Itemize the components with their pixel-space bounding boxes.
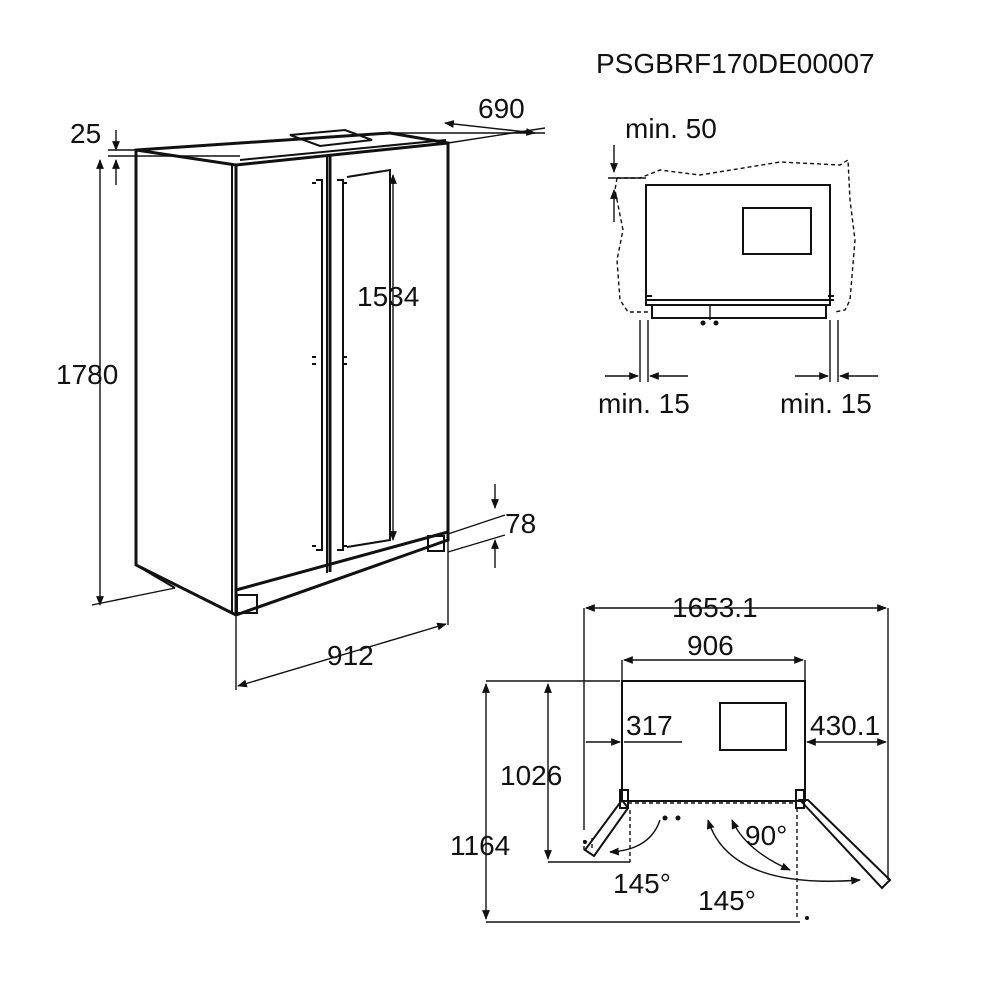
depth-label: 690 [478, 93, 525, 124]
model-code: PSGBRF170DE00007 [596, 48, 875, 79]
door-height-label: 1534 [357, 281, 419, 312]
front-dimensions [91, 120, 546, 690]
top-clearance-label: min. 50 [625, 113, 717, 144]
right-clearance-label: min. 15 [780, 388, 872, 419]
body-width-label: 906 [687, 630, 734, 661]
door-swing-top-view [482, 604, 892, 923]
clearance-view [605, 145, 878, 382]
depth-closed-label: 1026 [500, 760, 562, 791]
fridge-perspective-view [134, 128, 450, 617]
depth-open-label: 1164 [450, 830, 510, 861]
angle-90-label: 90° [745, 820, 787, 851]
foot-height-label: 78 [505, 508, 536, 539]
top-gap-label: 25 [70, 118, 101, 149]
width-label: 912 [327, 640, 374, 671]
height-label: 1780 [56, 359, 118, 390]
angle-145-left-label: 145° [613, 868, 671, 899]
total-width-label: 1653.1 [672, 592, 758, 623]
angle-145-right-label: 145° [698, 885, 756, 916]
right-offset-label: 430.1 [810, 710, 880, 741]
left-clearance-label: min. 15 [598, 388, 690, 419]
left-offset-label: 317 [626, 710, 673, 741]
